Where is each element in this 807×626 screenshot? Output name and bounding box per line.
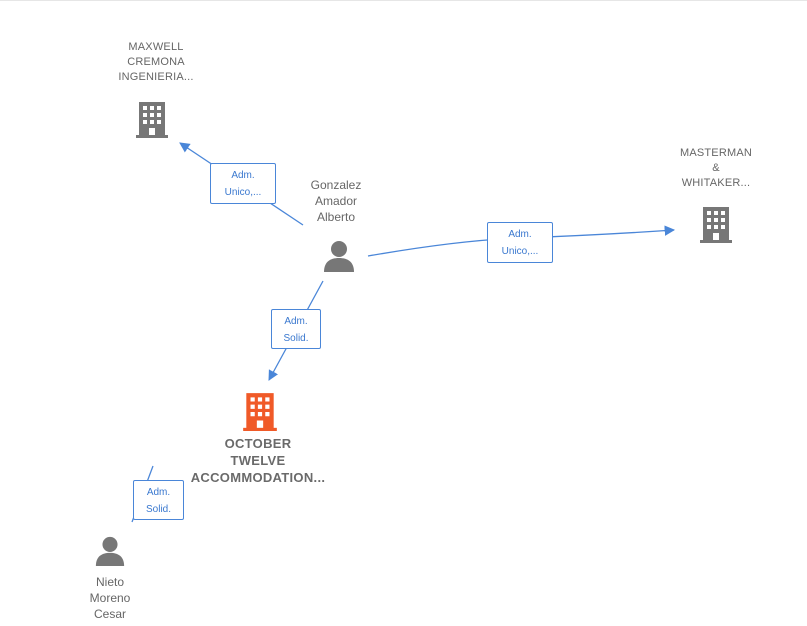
node-label-line: Alberto	[316, 210, 356, 224]
person-icon[interactable]	[322, 240, 356, 272]
node-label-line: Amador	[314, 194, 358, 208]
edge-label-line: Adm.	[231, 170, 255, 181]
person-icon[interactable]	[94, 535, 126, 567]
node-label-line: MAXWELL	[128, 41, 184, 53]
node-label-nieto[interactable]: Nieto Moreno Cesar	[60, 574, 160, 622]
edge-label-line: Adm.	[508, 229, 532, 240]
edge-label-to-maxwell[interactable]: Adm. Unico,...	[210, 163, 276, 204]
node-label-line: &	[712, 162, 720, 174]
building-icon[interactable]	[136, 100, 168, 138]
edge-label-to-masterman[interactable]: Adm. Unico,...	[487, 222, 553, 263]
building-icon[interactable]	[243, 391, 277, 431]
node-label-masterman[interactable]: MASTERMAN & WHITAKER...	[656, 146, 776, 191]
edge-label-nieto-to-october[interactable]: Adm. Solid.	[133, 480, 184, 520]
node-label-gonzalez[interactable]: Gonzalez Amador Alberto	[286, 177, 386, 225]
node-label-line: Moreno	[89, 591, 131, 605]
node-label-line: WHITAKER...	[681, 177, 751, 189]
edge-label-line: Unico,...	[501, 246, 539, 257]
edge-label-to-october[interactable]: Adm. Solid.	[271, 309, 321, 349]
node-label-maxwell[interactable]: MAXWELL CREMONA INGENIERIA...	[96, 40, 216, 85]
node-label-line: MASTERMAN	[679, 147, 753, 159]
node-label-line: INGENIERIA...	[118, 71, 194, 83]
top-divider	[0, 0, 807, 1]
edge-label-line: Adm.	[146, 487, 171, 498]
node-label-line: OCTOBER	[224, 436, 292, 451]
node-label-line: Gonzalez	[310, 178, 362, 192]
edge-label-line: Unico,...	[224, 187, 262, 198]
node-label-line: TWELVE	[230, 453, 286, 468]
node-label-october[interactable]: OCTOBER TWELVE ACCOMMODATION...	[183, 435, 333, 486]
node-label-line: Nieto	[95, 575, 124, 589]
building-icon[interactable]	[700, 205, 732, 243]
edge-label-line: Solid.	[145, 504, 171, 515]
node-label-line: CREMONA	[127, 56, 185, 68]
edge-label-line: Solid.	[283, 333, 309, 344]
node-label-line: Cesar	[93, 607, 126, 621]
node-label-line: ACCOMMODATION...	[190, 470, 326, 485]
edge-label-line: Adm.	[284, 316, 308, 327]
